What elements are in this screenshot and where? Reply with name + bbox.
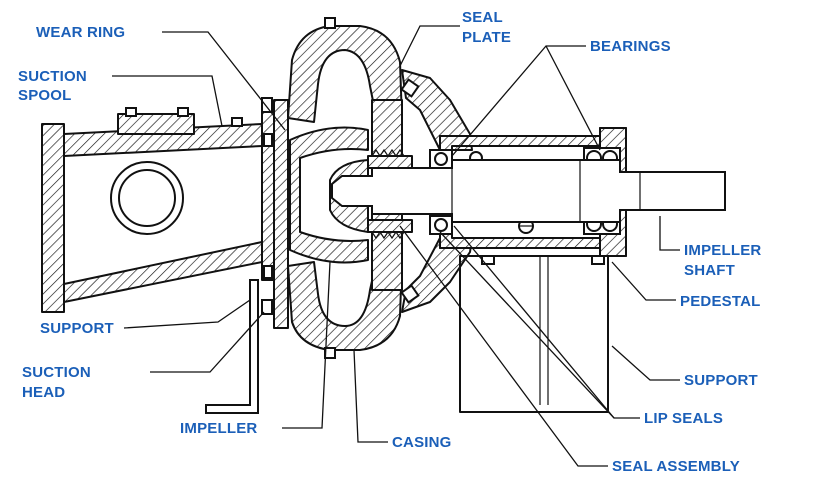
label-suction-head-line1: SUCTION <box>22 364 91 381</box>
suction-spool <box>41 107 275 313</box>
support-left-bracket <box>205 279 259 414</box>
label-suction-head-line2: HEAD <box>22 384 65 401</box>
label-impeller: IMPELLER <box>180 420 257 437</box>
label-casing: CASING <box>392 434 452 451</box>
label-support-right: SUPPORT <box>684 372 758 389</box>
label-seal-plate-line2: PLATE <box>462 29 511 46</box>
label-suction-spool-line2: SPOOL <box>18 87 72 104</box>
labels: WEAR RING SUCTION SPOOL SEAL PLATE BEARI… <box>18 9 761 475</box>
label-impeller-shaft-line1: IMPELLER <box>684 242 761 259</box>
leader-lines <box>112 25 680 467</box>
label-seal-assembly: SEAL ASSEMBLY <box>612 458 740 475</box>
impeller-shaft <box>331 159 726 223</box>
label-wear-ring: WEAR RING <box>36 24 125 41</box>
label-lip-seals: LIP SEALS <box>644 410 723 427</box>
label-seal-plate-line1: SEAL <box>462 9 503 26</box>
label-suction-spool-line1: SUCTION <box>18 68 87 85</box>
label-pedestal: PEDESTAL <box>680 293 761 310</box>
label-impeller-shaft-line2: SHAFT <box>684 262 735 279</box>
suction-head <box>261 97 289 329</box>
label-bearings: BEARINGS <box>590 38 671 55</box>
label-support-left: SUPPORT <box>40 320 114 337</box>
